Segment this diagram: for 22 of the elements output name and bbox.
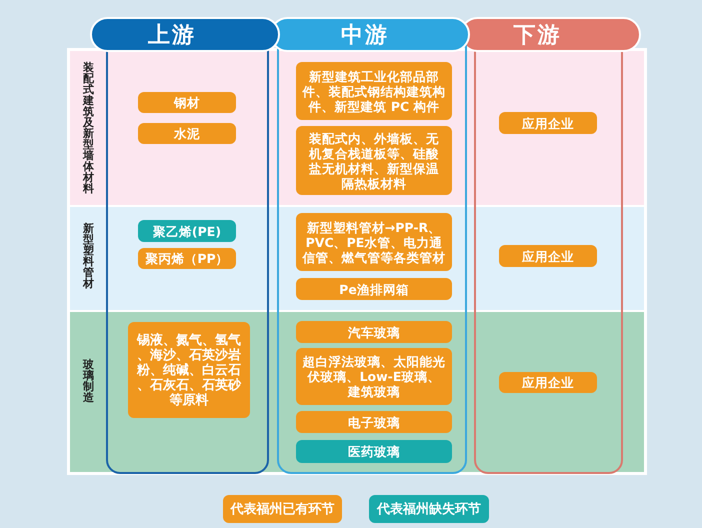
segment-box: 超白浮法玻璃、太阳能光伏玻璃、Low-E玻璃、建筑玻璃 — [296, 348, 452, 405]
segment-box: 钢材 — [138, 92, 236, 113]
segment-box: Pe渔排网箱 — [296, 278, 452, 300]
segment-box: 新型塑料管材→PP-R、PVC、PE水管、电力通信管、燃气管等各类管材 — [296, 213, 452, 271]
row-label: 装配式建筑及新型墙体材料 — [82, 62, 95, 194]
segment-box: 应用企业 — [499, 372, 597, 393]
segment-box: 聚丙烯（PP） — [138, 248, 236, 269]
column-header: 上游 — [90, 17, 280, 52]
row-label: 玻璃制造 — [82, 359, 95, 403]
segment-box: 锡液、氮气、氢气、海沙、石英沙岩粉、纯碱、白云石、石灰石、石英砂等原料 — [128, 322, 250, 418]
row-label: 新型塑料管材 — [82, 223, 95, 289]
segment-box: 装配式内、外墙板、无机复合栈道板等、硅酸盐无机材料、新型保温隔热板材料 — [296, 126, 452, 195]
segment-box: 水泥 — [138, 123, 236, 144]
segment-box: 汽车玻璃 — [296, 321, 452, 343]
segment-box: 应用企业 — [499, 245, 597, 267]
segment-box: 医药玻璃 — [296, 440, 452, 463]
segment-box: 新型建筑工业化部品部件、装配式钢结构建筑构件、新型建筑 PC 构件 — [296, 62, 452, 120]
legend-key: 代表福州已有环节 — [223, 495, 342, 523]
legend-key: 代表福州缺失环节 — [369, 495, 489, 523]
segment-box: 聚乙烯(PE) — [138, 220, 236, 242]
segment-box: 电子玻璃 — [296, 411, 452, 433]
segment-box: 应用企业 — [499, 112, 597, 134]
